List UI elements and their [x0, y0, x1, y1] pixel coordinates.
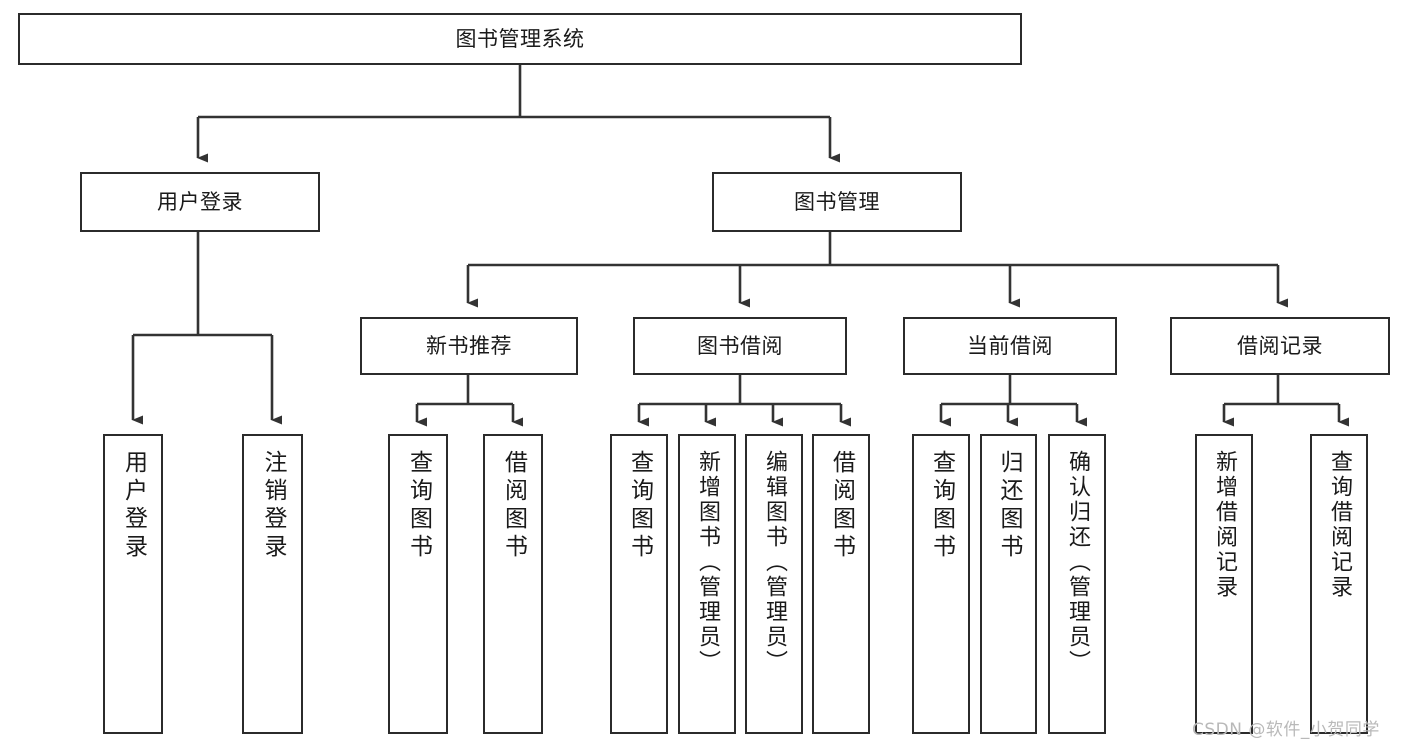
node-label: 确认归还（管理员）	[1065, 450, 1090, 675]
node-label: 新增借阅记录	[1212, 450, 1237, 600]
node-user-login[interactable]: 用户登录	[80, 172, 320, 232]
leaf-new-book-query[interactable]: 查询图书	[388, 434, 448, 734]
node-label: 图书借阅	[697, 333, 783, 358]
leaf-borrow-record-query[interactable]: 查询借阅记录	[1310, 434, 1368, 734]
node-new-book-recommend[interactable]: 新书推荐	[360, 317, 578, 375]
node-label: 新书推荐	[426, 333, 512, 358]
leaf-borrow-record-add[interactable]: 新增借阅记录	[1195, 434, 1253, 734]
node-label: 注销登录	[260, 450, 286, 562]
leaf-current-borrow-query[interactable]: 查询图书	[912, 434, 970, 734]
node-label: 查询图书	[405, 450, 432, 562]
leaf-book-borrow-add[interactable]: 新增图书（管理员）	[678, 434, 736, 734]
node-label: 用户登录	[120, 450, 147, 562]
leaf-new-book-borrow[interactable]: 借阅图书	[483, 434, 543, 734]
node-current-borrow[interactable]: 当前借阅	[903, 317, 1117, 375]
leaf-book-borrow-borrow[interactable]: 借阅图书	[812, 434, 870, 734]
node-label: 查询图书	[626, 450, 653, 562]
node-label: 编辑图书（管理员）	[762, 450, 787, 675]
node-label: 借阅图书	[500, 450, 527, 562]
leaf-current-borrow-confirm-return[interactable]: 确认归还（管理员）	[1048, 434, 1106, 734]
node-label: 新增图书（管理员）	[695, 450, 720, 675]
node-label: 查询借阅记录	[1327, 450, 1352, 600]
node-borrow-record[interactable]: 借阅记录	[1170, 317, 1390, 375]
node-book-borrow[interactable]: 图书借阅	[633, 317, 847, 375]
node-label: 借阅图书	[828, 450, 855, 562]
leaf-user-login-login[interactable]: 用户登录	[103, 434, 163, 734]
leaf-book-borrow-query[interactable]: 查询图书	[610, 434, 668, 734]
watermark: CSDN @软件_小贺同学	[1192, 720, 1380, 740]
node-label: 图书管理系统	[455, 26, 585, 51]
leaf-book-borrow-edit[interactable]: 编辑图书（管理员）	[745, 434, 803, 734]
node-label: 查询图书	[928, 450, 955, 562]
node-root-book-management-system[interactable]: 图书管理系统	[18, 13, 1022, 65]
node-label: 图书管理	[794, 189, 880, 214]
leaf-user-login-logout[interactable]: 注销登录	[242, 434, 303, 734]
leaf-current-borrow-return[interactable]: 归还图书	[980, 434, 1037, 734]
node-label: 归还图书	[996, 450, 1022, 562]
node-label: 借阅记录	[1237, 333, 1323, 358]
node-label: 用户登录	[157, 189, 243, 214]
node-book-management[interactable]: 图书管理	[712, 172, 962, 232]
node-label: 当前借阅	[967, 333, 1053, 358]
